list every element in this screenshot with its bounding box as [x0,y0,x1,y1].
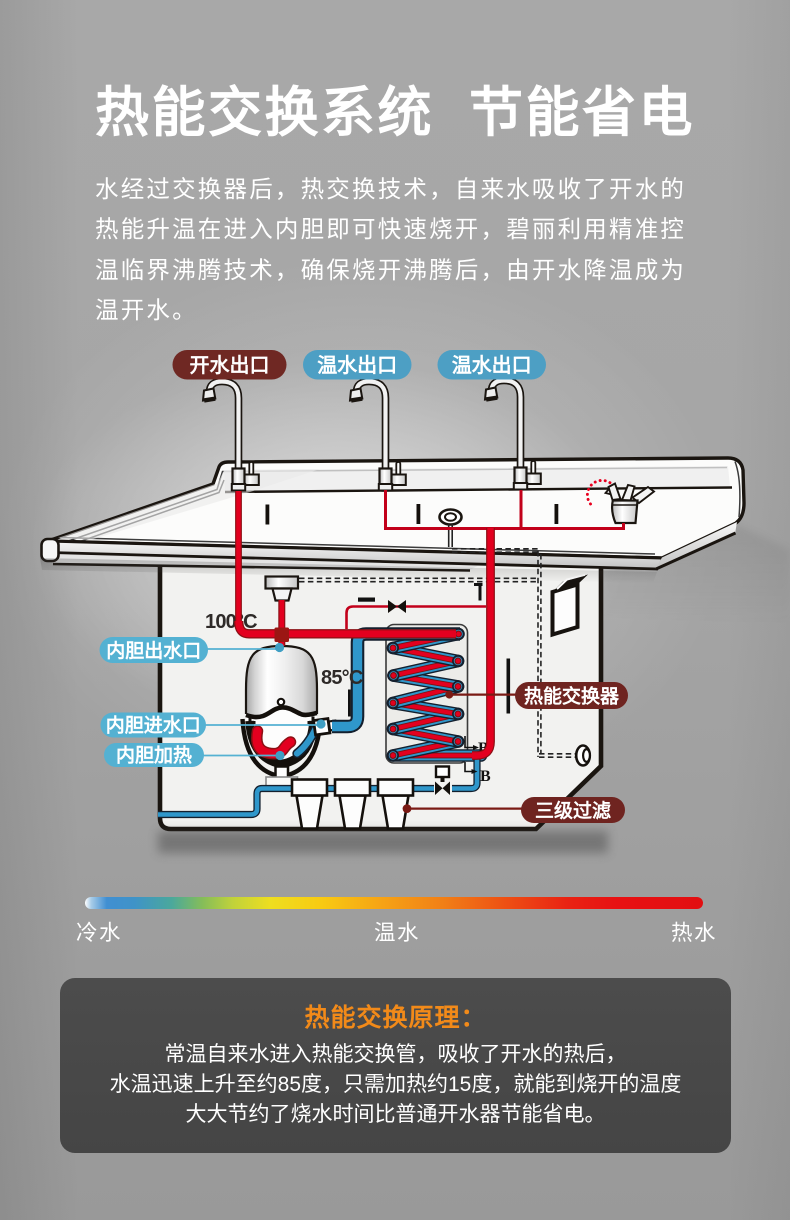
svg-text:温水出口: 温水出口 [317,353,397,377]
svg-text:三级过滤: 三级过滤 [535,799,611,822]
svg-text:内胆加热: 内胆加热 [116,744,192,767]
svg-text:热能交换器: 热能交换器 [524,685,620,708]
svg-text:85°C: 85°C [321,667,363,689]
svg-text:B: B [480,768,491,785]
svg-text:内胆出水口: 内胆出水口 [106,639,201,662]
svg-text:开水出口: 开水出口 [190,354,270,377]
svg-text:温水出口: 温水出口 [452,353,532,377]
svg-text:B: B [478,740,489,757]
svg-text:内胆进水口: 内胆进水口 [106,714,201,737]
